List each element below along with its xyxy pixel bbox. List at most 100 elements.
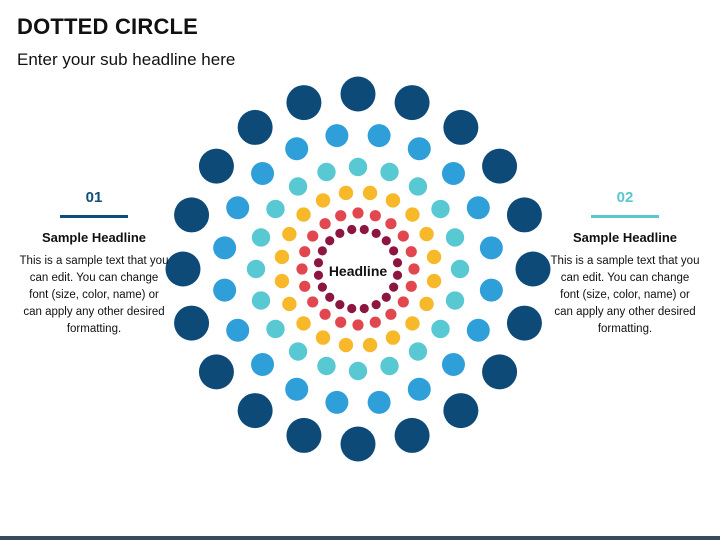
- dot: [226, 318, 250, 342]
- dot: [335, 316, 347, 328]
- dot: [394, 85, 430, 121]
- dot: [266, 319, 285, 339]
- dot: [405, 280, 417, 292]
- dot: [408, 342, 428, 361]
- dot: [317, 282, 327, 292]
- dot: [389, 282, 399, 292]
- dot: [367, 124, 391, 148]
- dot: [307, 230, 319, 242]
- dot: [335, 210, 347, 222]
- dot: [479, 236, 503, 260]
- dot-ring-6: [313, 224, 403, 314]
- dot: [296, 316, 311, 331]
- dot: [426, 273, 442, 289]
- dot: [389, 246, 399, 256]
- dot: [340, 76, 376, 112]
- dot: [315, 330, 331, 345]
- dot: [385, 330, 401, 345]
- dot: [445, 228, 465, 247]
- panel-headline: Sample Headline: [572, 230, 678, 245]
- dot: [299, 280, 311, 292]
- dot: [251, 291, 271, 310]
- dot: [385, 308, 397, 320]
- dot: [282, 226, 297, 242]
- dot: [226, 196, 250, 220]
- dot: [286, 85, 322, 121]
- dot: [213, 278, 237, 302]
- dot: [405, 246, 417, 258]
- dot: [450, 259, 470, 279]
- dot: [319, 308, 331, 320]
- dot: [445, 291, 465, 310]
- dot: [482, 354, 518, 390]
- dot: [394, 417, 430, 453]
- dot: [213, 236, 237, 260]
- dot: [426, 249, 442, 265]
- dot: [338, 337, 354, 353]
- dot: [325, 292, 335, 302]
- dot: [380, 356, 399, 376]
- dot: [408, 263, 420, 275]
- dot: [174, 197, 210, 233]
- dot: [385, 218, 397, 230]
- dot: [274, 249, 290, 265]
- dot: [371, 300, 381, 310]
- dot: [431, 199, 450, 219]
- dot: [307, 296, 319, 308]
- dot: [325, 236, 335, 246]
- dot: [347, 224, 357, 235]
- panel-headline: Sample Headline: [41, 230, 147, 245]
- dot: [274, 273, 290, 289]
- dot: [282, 296, 297, 312]
- dot: [407, 137, 431, 161]
- dot: [352, 319, 364, 331]
- dot: [237, 109, 273, 145]
- dot: [431, 319, 450, 339]
- dot: [165, 251, 201, 287]
- dot: [506, 305, 542, 341]
- dot: [369, 316, 381, 328]
- dot: [405, 207, 420, 222]
- dot: [443, 393, 479, 429]
- dot: [251, 162, 275, 186]
- dot: [352, 207, 364, 219]
- panel-accent-bar: [60, 215, 128, 218]
- dot: [482, 148, 518, 184]
- dot: [397, 230, 409, 242]
- dot: [359, 303, 369, 314]
- dot: [419, 296, 434, 312]
- dot: [369, 210, 381, 222]
- dot: [266, 199, 285, 219]
- dot: [407, 377, 431, 401]
- dot: [288, 342, 308, 361]
- footer-bar: [0, 536, 720, 540]
- dot: [392, 258, 403, 268]
- dot: [362, 185, 378, 201]
- dot: [317, 246, 327, 256]
- dot: [381, 292, 391, 302]
- dot: [198, 354, 234, 390]
- rings-group: [165, 76, 551, 462]
- dot: [419, 226, 434, 242]
- dot: [392, 270, 403, 280]
- dot: [313, 258, 324, 268]
- dot: [441, 162, 465, 186]
- dot: [198, 148, 234, 184]
- info-panel-02: 02 Sample Headline This is a sample text…: [550, 188, 700, 338]
- dot: [385, 193, 401, 208]
- dot: [285, 137, 309, 161]
- dot-ring-1: [165, 76, 551, 462]
- dot: [359, 224, 369, 235]
- dot: [286, 417, 322, 453]
- dot: [380, 162, 399, 182]
- panel-number: 02: [616, 189, 634, 206]
- dot: [246, 259, 266, 279]
- dot: [299, 246, 311, 258]
- panel-number: 01: [85, 189, 103, 206]
- dot: [347, 303, 357, 314]
- info-panel-01: 01 Sample Headline This is a sample text…: [19, 188, 169, 338]
- center-headline: Headline: [329, 263, 388, 279]
- dot: [285, 377, 309, 401]
- dot: [335, 300, 345, 310]
